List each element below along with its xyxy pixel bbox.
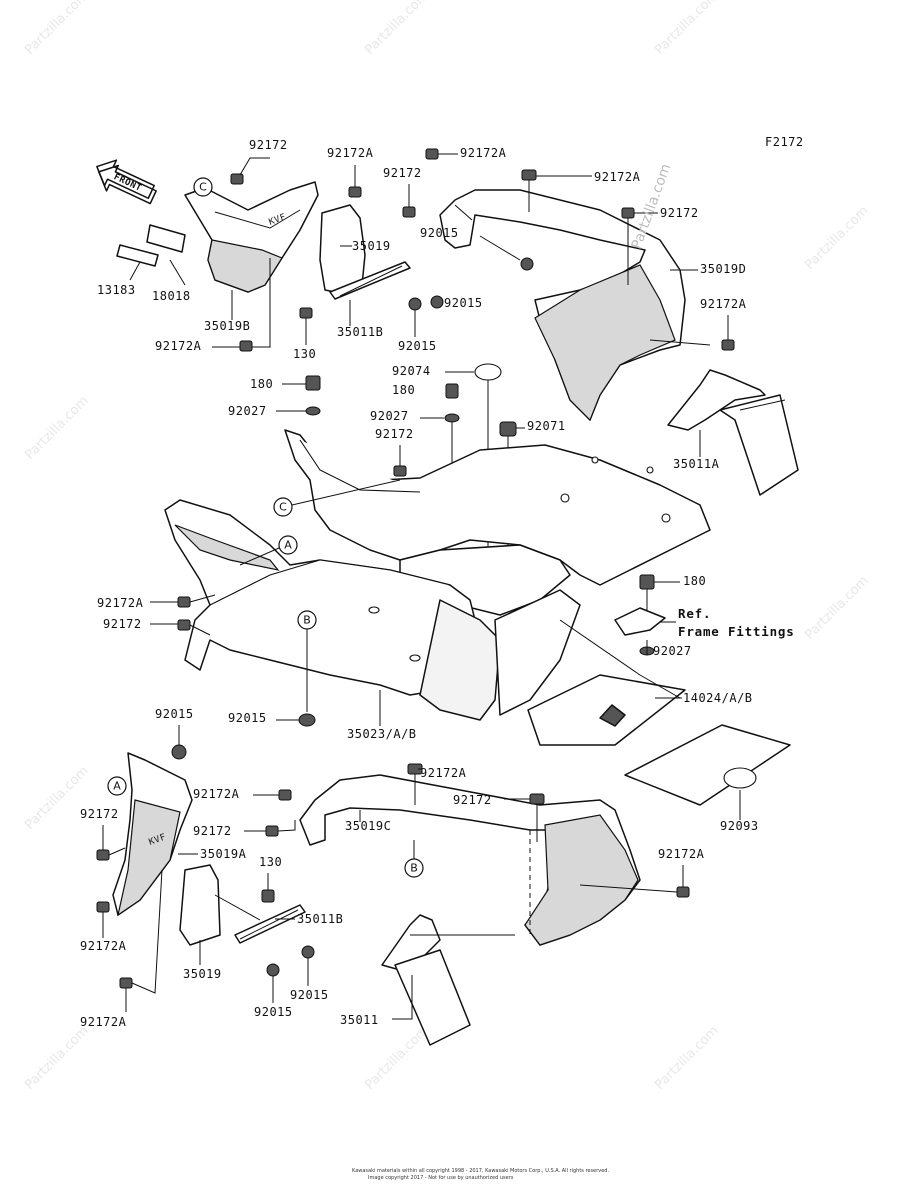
figure-code: F2172 bbox=[765, 135, 804, 149]
part-92093: 92093 bbox=[720, 819, 759, 833]
watermark: Partzilla.com bbox=[802, 573, 871, 642]
part-130-low: 130 bbox=[259, 855, 282, 869]
front-side-cover-35019b: KVF bbox=[116, 181, 319, 293]
watermark: Partzilla.com bbox=[22, 0, 91, 58]
part-92027-3: 92027 bbox=[653, 644, 692, 658]
front-arrow: FRONT bbox=[96, 159, 157, 205]
part-35019-low: 35019 bbox=[183, 967, 222, 981]
part-13183: 13183 bbox=[97, 283, 136, 297]
part-92172a-left1: 92172A bbox=[155, 339, 202, 353]
circle-ref-a-mid: A bbox=[284, 539, 292, 552]
part-35019-top: 35019 bbox=[352, 239, 391, 253]
part-130-top: 130 bbox=[293, 347, 316, 361]
part-92015-low3: 92015 bbox=[290, 988, 329, 1002]
cover-92093 bbox=[624, 724, 791, 806]
part-92172-top-x: 92172 bbox=[660, 206, 699, 220]
rear-flap-35011 bbox=[381, 914, 515, 1046]
part-92172a-top-r: 92172A bbox=[460, 146, 507, 160]
circle-ref-c-mid: C bbox=[279, 501, 287, 514]
skid-plate-14024 bbox=[527, 674, 686, 746]
part-92074: 92074 bbox=[392, 364, 431, 378]
part-92172a-right1: 92172A bbox=[700, 297, 747, 311]
part-92172-low3: 92172 bbox=[453, 793, 492, 807]
mud-flap-35019-low bbox=[179, 864, 306, 946]
part-14024: 14024/A/B bbox=[683, 691, 753, 705]
part-92172a-top-b: 92172A bbox=[327, 146, 374, 160]
copyright-line-2: Image copyright 2017 - Not for use by un… bbox=[368, 1175, 514, 1181]
part-92027-1: 92027 bbox=[228, 404, 267, 418]
part-92071: 92071 bbox=[527, 419, 566, 433]
front-side-cover-35019a: KVF bbox=[112, 752, 193, 917]
circle-ref-b-mid: B bbox=[303, 614, 311, 627]
part-92015-low2: 92015 bbox=[254, 1005, 293, 1019]
part-92172a-top-rr: 92172A bbox=[594, 170, 641, 184]
circle-ref-a-low: A bbox=[113, 780, 121, 793]
mud-flap-35019-top bbox=[319, 204, 411, 300]
part-92015-top1: 92015 bbox=[398, 339, 437, 353]
part-92015-low-a: 92015 bbox=[155, 707, 194, 721]
part-92172a-low5: 92172A bbox=[658, 847, 705, 861]
part-92172a-low1: 92172A bbox=[193, 787, 240, 801]
part-92172-mid: 92172 bbox=[375, 427, 414, 441]
part-92172-top-m: 92172 bbox=[383, 166, 422, 180]
part-35011b-top: 35011B bbox=[337, 325, 383, 339]
part-92172a-low3: 92172A bbox=[80, 1015, 127, 1029]
watermark: Partzilla.com bbox=[652, 0, 721, 58]
watermark: Partzilla.com bbox=[362, 1023, 431, 1092]
part-92172-mid-l: 92172 bbox=[103, 617, 142, 631]
watermark: Partzilla.com bbox=[802, 203, 871, 272]
part-180-1: 180 bbox=[250, 377, 273, 391]
part-92015-low: 92015 bbox=[228, 711, 267, 725]
part-92172a-low4: 92172A bbox=[420, 766, 467, 780]
circle-ref-c-top: C bbox=[199, 181, 207, 194]
part-180-2: 180 bbox=[392, 383, 415, 397]
rear-fender-35023 bbox=[164, 499, 581, 721]
part-35011: 35011 bbox=[340, 1013, 379, 1027]
watermark: Partzilla.com bbox=[22, 393, 91, 462]
watermark: Partzilla.com bbox=[22, 763, 91, 832]
part-92172a-low2: 92172A bbox=[80, 939, 127, 953]
part-92172-low2: 92172 bbox=[193, 824, 232, 838]
circle-ref-b-low: B bbox=[410, 862, 418, 875]
part-18018: 18018 bbox=[152, 289, 191, 303]
ref-note-2: Frame Fittings bbox=[678, 624, 795, 639]
watermark: Partzilla.com bbox=[652, 1023, 721, 1092]
part-35023: 35023/A/B bbox=[347, 727, 417, 741]
part-92015-top3: 92015 bbox=[420, 226, 459, 240]
part-92172-top-c: 92172 bbox=[249, 138, 288, 152]
rear-flap-35011a bbox=[667, 369, 799, 496]
part-35019a: 35019A bbox=[200, 847, 247, 861]
part-35019b: 35019B bbox=[204, 319, 250, 333]
rear-fender-35019d bbox=[439, 189, 686, 422]
part-92015-top2: 92015 bbox=[444, 296, 483, 310]
watermark: Partzilla.com bbox=[22, 1023, 91, 1092]
part-35011b-low: 35011B bbox=[297, 912, 343, 926]
part-92172-low1: 92172 bbox=[80, 807, 119, 821]
rear-fender-35019c bbox=[299, 774, 641, 946]
ref-note-1: Ref. bbox=[678, 606, 711, 621]
copyright-line-1: Kawasaki materials within all copyright … bbox=[352, 1168, 609, 1174]
part-92027-2: 92027 bbox=[370, 409, 409, 423]
part-180-3: 180 bbox=[683, 574, 706, 588]
part-35019d: 35019D bbox=[700, 262, 746, 276]
part-35011a: 35011A bbox=[673, 457, 720, 471]
part-92172a-mid-l: 92172A bbox=[97, 596, 144, 610]
part-35019c: 35019C bbox=[345, 819, 391, 833]
watermark: Partzilla.com bbox=[362, 0, 431, 58]
